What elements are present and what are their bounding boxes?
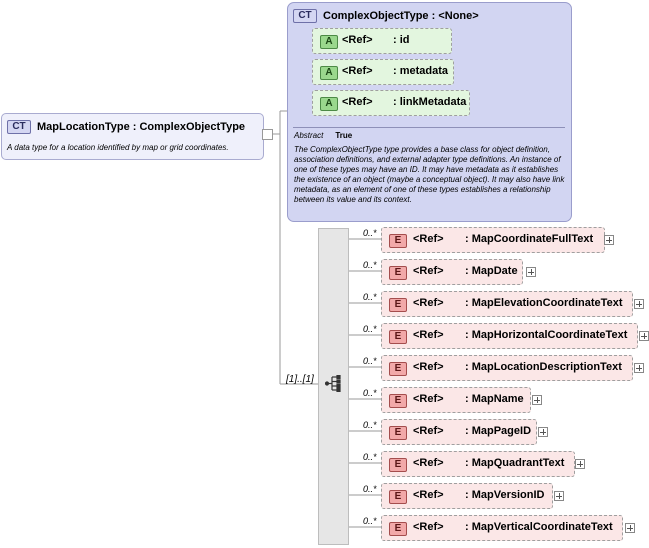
- expand-icon[interactable]: [625, 523, 635, 533]
- attribute-metadata[interactable]: A <Ref> : metadata: [312, 59, 454, 85]
- element-ref: <Ref>: [413, 361, 444, 373]
- base-type-base: : <None>: [431, 9, 479, 22]
- divider: [293, 127, 565, 128]
- element-name: : MapQuadrantText: [465, 457, 565, 469]
- element-ref: <Ref>: [413, 329, 444, 341]
- element-ref: <Ref>: [413, 265, 444, 277]
- element-name: : MapPageID: [465, 425, 532, 437]
- main-type-description: A data type for a location identified by…: [7, 143, 229, 152]
- element-ref: <Ref>: [413, 521, 444, 533]
- element-icon: E: [389, 330, 407, 344]
- element-name: : MapVersionID: [465, 489, 545, 501]
- abstract-value: True: [335, 131, 353, 140]
- element-icon: E: [389, 426, 407, 440]
- element-ref: <Ref>: [413, 233, 444, 245]
- attribute-icon: A: [320, 35, 338, 49]
- cardinality-label: 0..*: [363, 324, 377, 334]
- element-name: : MapLocationDescriptionText: [465, 361, 622, 373]
- base-type-name: ComplexObjectType: [323, 9, 429, 22]
- element-maplocationdescriptiontext[interactable]: E <Ref> : MapLocationDescriptionText: [381, 355, 633, 381]
- element-ref: <Ref>: [413, 393, 444, 405]
- attribute-id[interactable]: A <Ref> : id: [312, 28, 452, 54]
- element-icon: E: [389, 298, 407, 312]
- attribute-ref: <Ref>: [342, 96, 373, 108]
- element-mapverticalcoordinatetext[interactable]: E <Ref> : MapVerticalCoordinateText: [381, 515, 623, 541]
- cardinality-label: 0..*: [363, 484, 377, 494]
- element-name: : MapVerticalCoordinateText: [465, 521, 613, 533]
- element-icon: E: [389, 234, 407, 248]
- complex-type-icon: CT: [293, 9, 317, 23]
- cardinality-label: 0..*: [363, 516, 377, 526]
- element-icon: E: [389, 490, 407, 504]
- cardinality-label: 0..*: [363, 356, 377, 366]
- element-name: : MapCoordinateFullText: [465, 233, 594, 245]
- cardinality-label: 0..*: [363, 228, 377, 238]
- element-mappageid[interactable]: E <Ref> : MapPageID: [381, 419, 537, 445]
- expand-icon[interactable]: [575, 459, 585, 469]
- element-maphorizontalcoordinatetext[interactable]: E <Ref> : MapHorizontalCoordinateText: [381, 323, 638, 349]
- expand-icon[interactable]: [604, 235, 614, 245]
- attribute-name: : metadata: [393, 65, 449, 77]
- attribute-name: : id: [393, 34, 410, 46]
- main-type-box[interactable]: CT MapLocationType : ComplexObjectType A …: [1, 113, 264, 160]
- attribute-ref: <Ref>: [342, 34, 373, 46]
- expand-icon[interactable]: [554, 491, 564, 501]
- element-ref: <Ref>: [413, 297, 444, 309]
- element-icon: E: [389, 266, 407, 280]
- element-name: : MapElevationCoordinateText: [465, 297, 623, 309]
- cardinality-label: 0..*: [363, 452, 377, 462]
- element-name: : MapName: [465, 393, 524, 405]
- element-icon: E: [389, 362, 407, 376]
- element-icon: E: [389, 458, 407, 472]
- main-type-name: MapLocationType: [37, 120, 130, 133]
- element-mapelevationcoordinatetext[interactable]: E <Ref> : MapElevationCoordinateText: [381, 291, 633, 317]
- element-ref: <Ref>: [413, 489, 444, 501]
- sequence-occurrence: [1]..[1]: [286, 374, 314, 385]
- cardinality-label: 0..*: [363, 388, 377, 398]
- attribute-icon: A: [320, 66, 338, 80]
- expand-collapse-icon[interactable]: [262, 129, 273, 140]
- cardinality-label: 0..*: [363, 420, 377, 430]
- attribute-icon: A: [320, 97, 338, 111]
- cardinality-label: 0..*: [363, 292, 377, 302]
- expand-icon[interactable]: [634, 299, 644, 309]
- sequence-compositor-icon[interactable]: [325, 375, 343, 392]
- expand-icon[interactable]: [538, 427, 548, 437]
- element-name: : MapDate: [465, 265, 518, 277]
- main-type-header: CT MapLocationType : ComplexObjectType: [7, 120, 245, 134]
- element-icon: E: [389, 522, 407, 536]
- base-type-header: CT ComplexObjectType : <None>: [293, 9, 479, 23]
- element-name: : MapHorizontalCoordinateText: [465, 329, 628, 341]
- element-icon: E: [389, 394, 407, 408]
- expand-icon[interactable]: [639, 331, 649, 341]
- expand-icon[interactable]: [634, 363, 644, 373]
- attribute-name: : linkMetadata: [393, 96, 467, 108]
- main-type-base: : ComplexObjectType: [132, 120, 246, 133]
- expand-icon[interactable]: [532, 395, 542, 405]
- abstract-label: Abstract: [294, 131, 324, 140]
- expand-icon[interactable]: [526, 267, 536, 277]
- element-mapcoordinatefulltext[interactable]: E <Ref> : MapCoordinateFullText: [381, 227, 605, 253]
- element-mapname[interactable]: E <Ref> : MapName: [381, 387, 531, 413]
- complex-type-icon: CT: [7, 120, 31, 134]
- element-ref: <Ref>: [413, 425, 444, 437]
- attribute-ref: <Ref>: [342, 65, 373, 77]
- element-mapdate[interactable]: E <Ref> : MapDate: [381, 259, 523, 285]
- element-mapquadranttext[interactable]: E <Ref> : MapQuadrantText: [381, 451, 575, 477]
- base-type-description: The ComplexObjectType type provides a ba…: [294, 145, 565, 204]
- element-mapversionid[interactable]: E <Ref> : MapVersionID: [381, 483, 553, 509]
- cardinality-label: 0..*: [363, 260, 377, 270]
- element-ref: <Ref>: [413, 457, 444, 469]
- attribute-linkmetadata[interactable]: A <Ref> : linkMetadata: [312, 90, 470, 116]
- abstract-property: Abstract True: [294, 131, 352, 140]
